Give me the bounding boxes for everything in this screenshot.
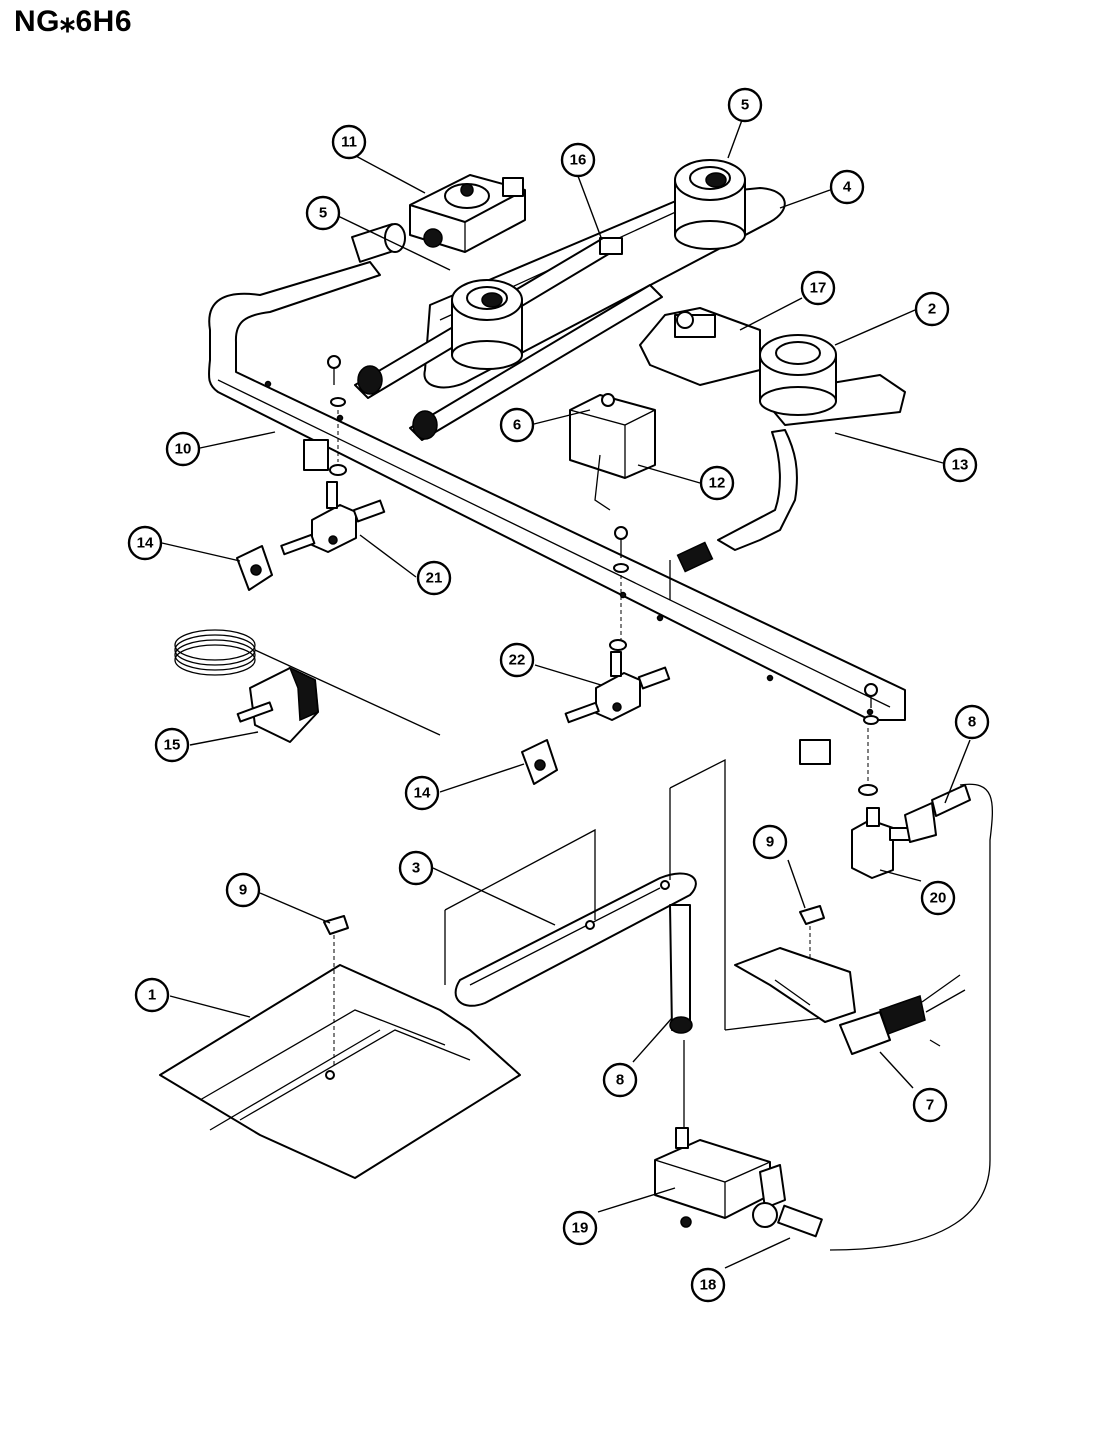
callout-13: 13 (942, 447, 978, 483)
callout-label: 21 (426, 570, 443, 587)
callout-label: 14 (137, 535, 154, 552)
oven-thermostat (174, 629, 441, 743)
burner-valve-left (280, 481, 386, 556)
callout-5b: 5 (305, 195, 341, 231)
callout-21: 21 (416, 560, 452, 596)
burner-valve-right (564, 651, 671, 724)
callout-15: 15 (154, 727, 190, 763)
callout-label: 20 (930, 890, 947, 907)
callout-4: 4 (829, 169, 865, 205)
callout-label: 17 (810, 280, 827, 297)
page-title: NG⁎6H6 (14, 5, 133, 38)
callout-label: 14 (414, 785, 431, 802)
callout-19: 19 (562, 1210, 598, 1246)
callout-11: 11 (331, 124, 367, 160)
callout-label: 6 (513, 417, 521, 434)
callout-label: 22 (509, 652, 526, 669)
callout-10: 10 (165, 431, 201, 467)
callout-label: 8 (616, 1072, 624, 1089)
burner-baffle (159, 964, 521, 1179)
callout-label: 2 (928, 301, 936, 318)
assembly-guide-lines (444, 560, 993, 1251)
regulator (409, 174, 526, 253)
manifold-pipe (208, 223, 906, 765)
callout-label: 8 (968, 714, 976, 731)
callout-14a: 14 (127, 525, 163, 561)
oven-burner (454, 872, 697, 1034)
oven-igniter (839, 974, 966, 1055)
callout-6: 6 (499, 407, 535, 443)
callout-3: 3 (398, 850, 434, 886)
callout-16: 16 (560, 142, 596, 178)
callout-label: 11 (341, 134, 357, 151)
callout-17: 17 (800, 270, 836, 306)
callout-7: 7 (912, 1087, 948, 1123)
callout-5a: 5 (727, 87, 763, 123)
igniter-mount-bracket (734, 947, 856, 1023)
callout-1: 1 (134, 977, 170, 1013)
clip-left (323, 915, 349, 1065)
orifice-fitting (851, 784, 971, 879)
callout-label: 15 (164, 737, 181, 754)
igniter-bracket (639, 307, 761, 386)
callout-label: 9 (239, 882, 247, 899)
callout-label: 18 (700, 1277, 717, 1294)
leader-lines (161, 119, 971, 1269)
callout-label: 12 (709, 475, 726, 492)
callout-label: 5 (319, 205, 327, 222)
callout-12: 12 (699, 465, 735, 501)
callout-label: 10 (175, 441, 192, 458)
callout-label: 19 (572, 1220, 589, 1237)
callout-2: 2 (914, 291, 950, 327)
callout-label: 13 (952, 457, 969, 474)
callout-9b: 9 (752, 824, 788, 860)
callout-22: 22 (499, 642, 535, 678)
callout-label: 5 (741, 97, 749, 114)
callout-label: 4 (843, 179, 852, 196)
callout-20: 20 (920, 880, 956, 916)
callout-label: 3 (412, 860, 420, 877)
callout-9a: 9 (225, 872, 261, 908)
spark-switch-bracket (569, 393, 656, 511)
valve-clip-lower (521, 739, 558, 785)
burner-left (451, 279, 523, 370)
burner-front-right (676, 334, 906, 573)
callout-8a: 8 (954, 704, 990, 740)
clip-right (799, 905, 825, 958)
oven-safety-valve (654, 1127, 823, 1238)
callout-18: 18 (690, 1267, 726, 1303)
burner-right (674, 159, 746, 250)
callout-8b: 8 (602, 1062, 638, 1098)
fasteners (327, 355, 879, 796)
callout-label: 1 (148, 987, 156, 1004)
valve-clip-upper (236, 545, 273, 591)
callout-label: 9 (766, 834, 774, 851)
callout-label: 16 (570, 152, 587, 169)
callout-14b: 14 (404, 775, 440, 811)
callout-label: 7 (926, 1097, 934, 1114)
